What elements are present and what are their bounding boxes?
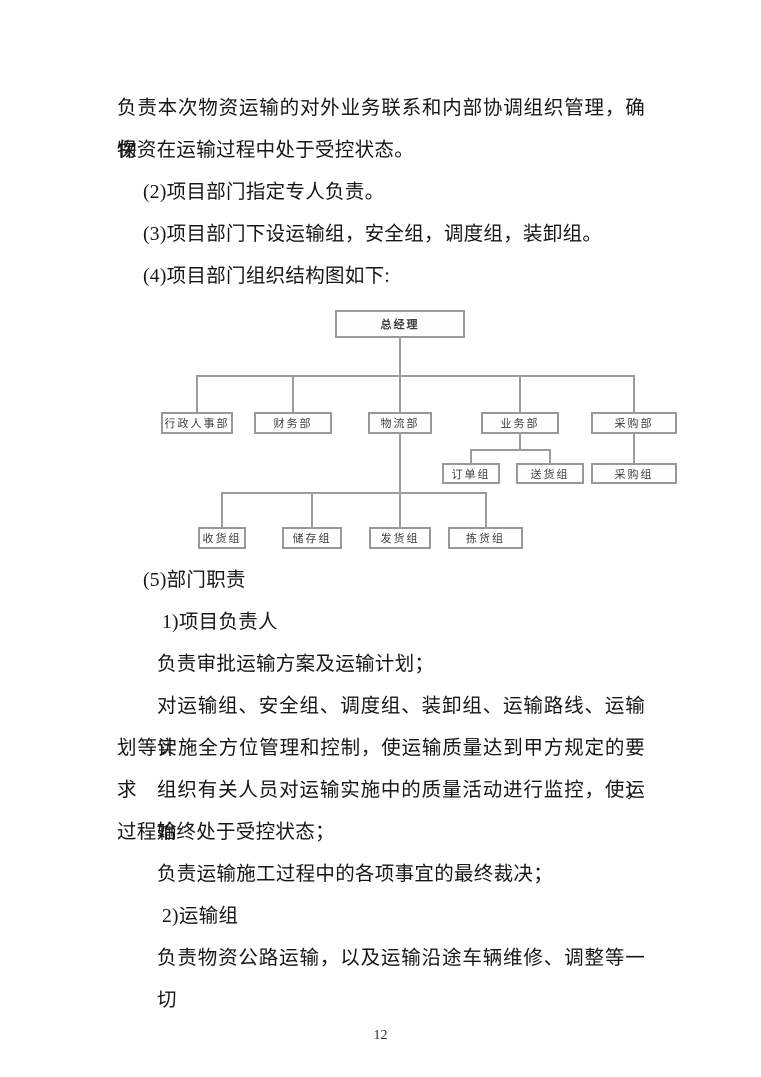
paragraph-line: (3)项目部门下设运输组，安全组，调度组，装卸组。 [143, 224, 603, 245]
org-box-delivery-group: 送货组 [516, 463, 584, 484]
connector-line [633, 434, 635, 463]
connector-line [399, 434, 401, 527]
paragraph-line: 对运输组、安全组、调度组、装卸组、运输路线、运输计 [157, 696, 645, 759]
paragraph-line: 组织有关人员对运输实施中的质量活动进行监控，使运输 [157, 780, 645, 843]
connector-line [633, 375, 635, 412]
connector-line [292, 375, 294, 412]
connector-line [519, 434, 521, 449]
connector-line [549, 449, 551, 463]
page-number: 12 [373, 1028, 388, 1043]
connector-line [470, 449, 551, 451]
org-box-purchasing-dept: 采购部 [591, 412, 677, 434]
org-box-business-dept: 业务部 [481, 412, 559, 434]
org-box-logistics-dept: 物流部 [368, 412, 432, 434]
connector-line [221, 492, 487, 494]
paragraph-line: 负责运输施工过程中的各项事宜的最终裁决； [157, 864, 554, 885]
org-box-shipping-group: 发货组 [369, 527, 431, 549]
org-box-purchasing-group: 采购组 [591, 463, 677, 484]
connector-line [196, 375, 635, 377]
org-box-order-group: 订单组 [442, 463, 500, 484]
paragraph-line: 1)项目负责人 [162, 612, 278, 633]
paragraph-line: 划等实施全方位管理和控制，使运输质量达到甲方规定的要求； [117, 738, 645, 801]
connector-line [196, 375, 198, 412]
org-chart: 总经理 行政人事部 财务部 物流部 业务部 采购部 订单组 送货组 采购组 收货… [140, 300, 700, 565]
org-box-storage-group: 储存组 [282, 527, 342, 549]
org-box-receiving-group: 收货组 [198, 527, 246, 549]
connector-line [485, 492, 487, 527]
paragraph-line: 负责物资公路运输，以及运输沿途车辆维修、调整等一切 [157, 948, 645, 1011]
paragraph-line: (4)项目部门组织结构图如下: [143, 266, 391, 287]
paragraph-line: (2)项目部门指定专人负责。 [143, 182, 385, 203]
paragraph-line: (5)部门职责 [143, 570, 246, 591]
upper-text-block: 负责本次物资运输的对外业务联系和内部协调组织管理，确保 物资在运输过程中处于受控… [117, 88, 645, 298]
connector-line [519, 375, 521, 412]
org-box-admin-hr-dept: 行政人事部 [161, 412, 233, 434]
paragraph-line: 2)运输组 [162, 906, 239, 927]
org-box-picking-group: 拣货组 [448, 527, 523, 549]
org-box-finance-dept: 财务部 [254, 412, 332, 434]
paragraph-line: 物资在运输过程中处于受控状态。 [117, 140, 415, 161]
paragraph-line: 过程始终处于受控状态； [117, 822, 335, 843]
connector-line [470, 449, 472, 463]
lower-text-block: (5)部门职责 1)项目负责人 负责审批运输方案及运输计划； 对运输组、安全组、… [117, 560, 645, 1011]
paragraph-line: 负责本次物资运输的对外业务联系和内部协调组织管理，确保 [117, 98, 645, 161]
paragraph-line: 负责审批运输方案及运输计划； [157, 654, 435, 675]
org-box-general-manager: 总经理 [335, 310, 465, 338]
connector-line [311, 492, 313, 527]
connector-line [221, 492, 223, 527]
